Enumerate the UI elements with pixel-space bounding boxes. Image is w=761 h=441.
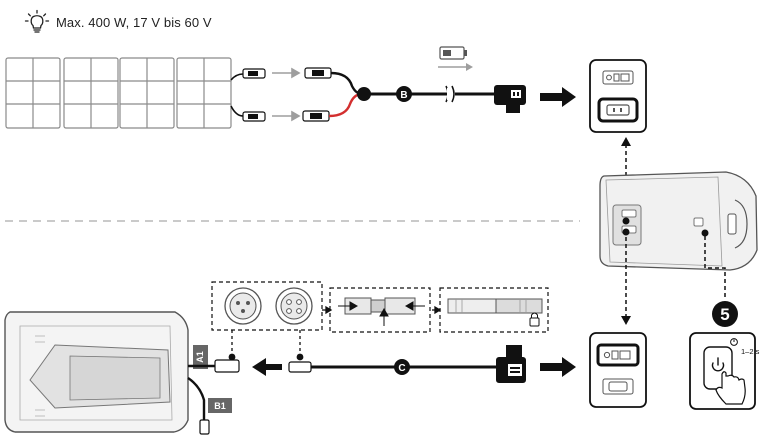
cable-c-plug: [496, 345, 526, 383]
cable-b-mc4-negative: [302, 110, 330, 122]
power-icon: [711, 357, 725, 372]
xt60-plug: [494, 85, 526, 113]
insert-arrow-top: [540, 87, 576, 107]
timer-icon: [730, 338, 738, 346]
connector-face-male: [224, 287, 262, 325]
solar-panel-section-4: [176, 57, 232, 129]
connector-face-female: [275, 287, 313, 325]
expansion-battery: [4, 311, 189, 433]
label-b-text: B: [400, 90, 407, 101]
label-a1-text: A1: [195, 351, 205, 363]
solar-panel: [5, 57, 232, 129]
aux-port-highlighted: [596, 343, 640, 367]
solar-panel-section-2: [63, 57, 119, 129]
aux-port-icon: [602, 70, 634, 85]
cable-b-y-junction: [357, 87, 371, 101]
battery-charge-icon: [438, 46, 473, 71]
cable-b-red-lead: [328, 92, 363, 118]
solar-panel-section-1: [5, 57, 61, 129]
insert-arrow-bottom: [540, 357, 576, 377]
panel-mc4-positive: [242, 68, 266, 79]
battery-cable-b1: [187, 377, 206, 422]
label-b1-text: B1: [214, 401, 226, 411]
xt60-port-highlighted: [597, 97, 639, 123]
cable-b-black-lead: [330, 71, 363, 96]
cable-c: C: [288, 359, 498, 375]
panel-leads: [230, 73, 244, 117]
label-a1-tag: A1: [193, 345, 208, 369]
spec-text: Max. 400 W, 17 V bis 60 V: [56, 14, 212, 30]
cable-b-mc4-positive: [304, 67, 332, 79]
connector-detail-box: [211, 281, 323, 331]
lock-step-box: [439, 287, 549, 333]
connect-arrows: [272, 67, 301, 122]
connect-step-box: [329, 287, 431, 333]
power-button-inset: 1–2 s: [689, 332, 760, 410]
step-badge: 5: [712, 301, 738, 327]
step-number: 5: [720, 305, 729, 324]
dashed-link-power: [704, 236, 726, 300]
panel-mc4-negative: [242, 111, 266, 122]
solar-panel-section-3: [119, 57, 175, 129]
power-station: [599, 171, 758, 271]
label-c-text: C: [398, 363, 405, 374]
lightbulb-icon: [24, 9, 50, 33]
finger-icon: [715, 371, 746, 405]
spec-row: Max. 400 W, 17 V bis 60 V: [24, 9, 212, 34]
label-b1-tag: B1: [208, 398, 232, 413]
xt60-port-icon: [602, 378, 634, 395]
port-inset-top: [589, 59, 647, 133]
insert-arrow-left: [252, 358, 282, 376]
hold-time-text: 1–2 s: [741, 347, 760, 356]
lock-icon: [529, 312, 540, 327]
label-b-badge: B: [396, 86, 412, 102]
port-inset-bottom: [589, 332, 647, 408]
